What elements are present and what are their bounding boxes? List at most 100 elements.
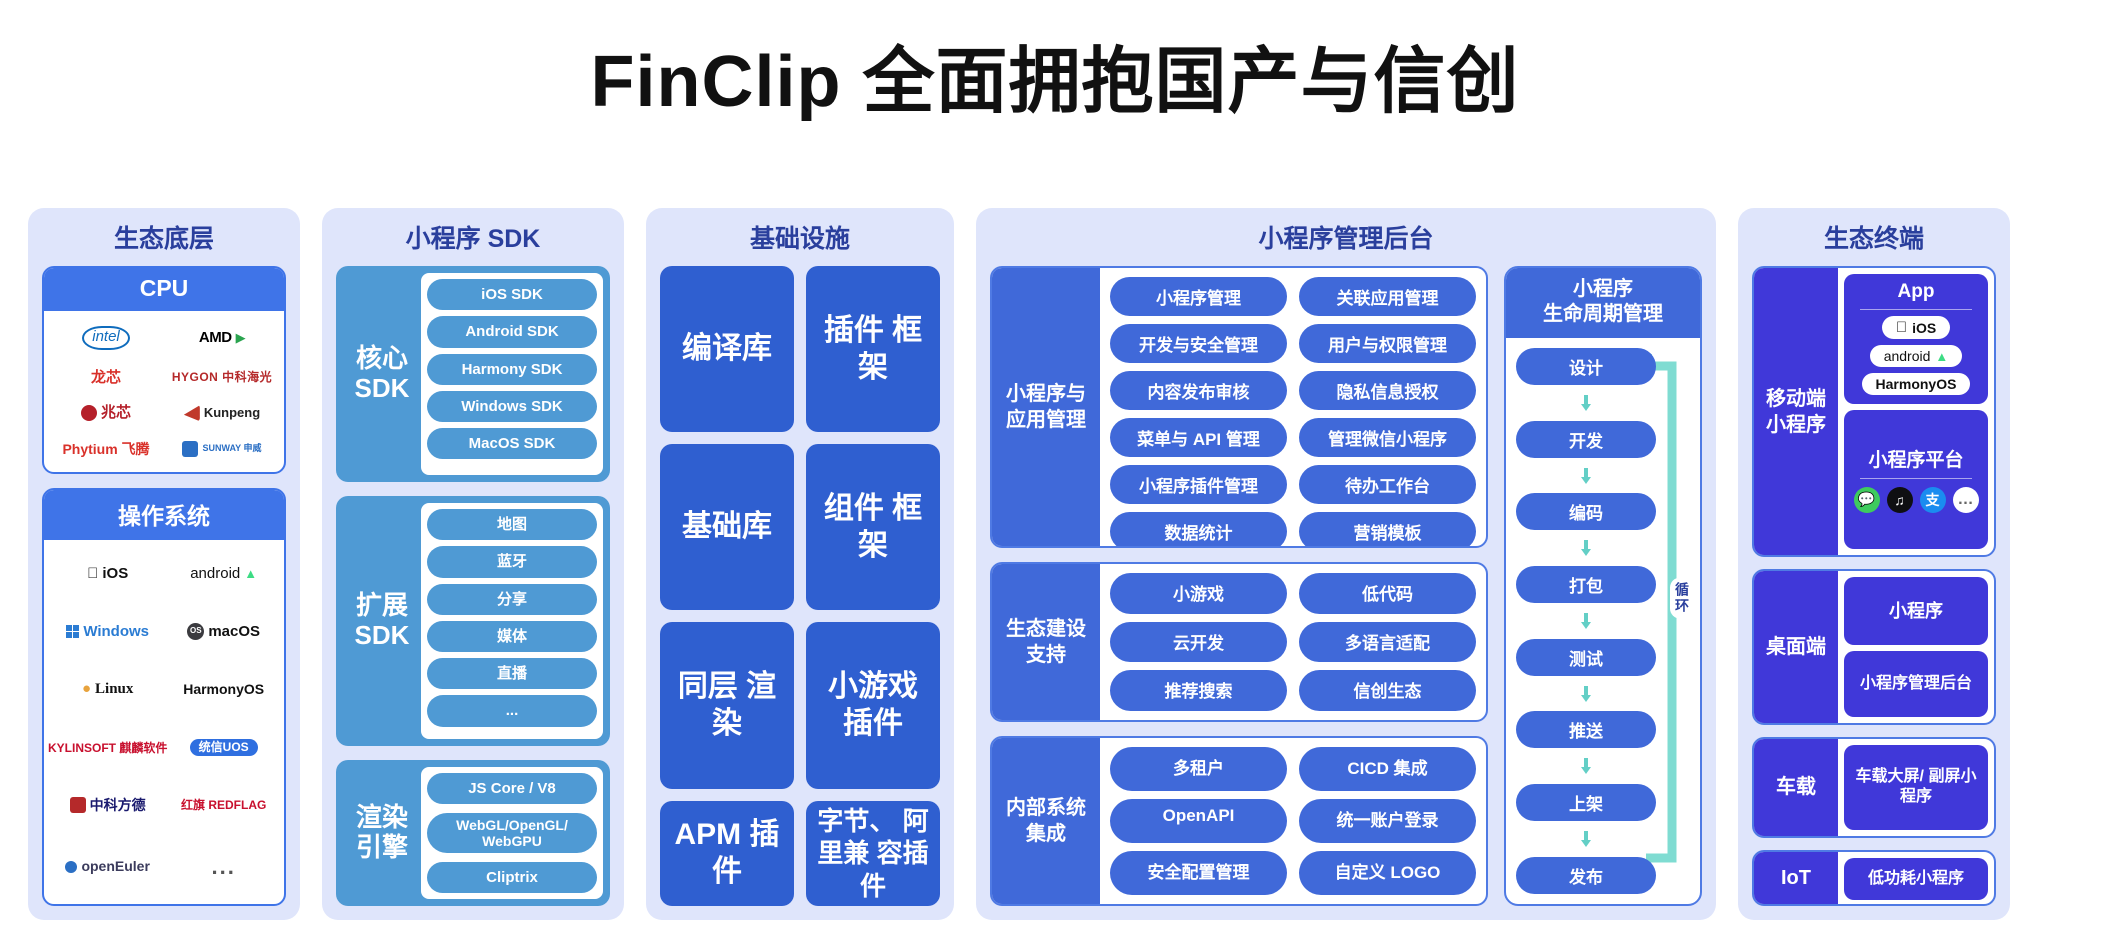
platform-icon-row: 💬 ♫ 支 … [1853, 485, 1979, 513]
terminal-block-label: 移动端 小程序 [1754, 268, 1838, 556]
column-title-terminals: 生态终端 [1823, 225, 1924, 253]
terminal-block-items: App iOS android▲ HarmonyOS 小程序平台 💬 ♫ [1838, 268, 1994, 555]
sdk-item[interactable]: iOS SDK [427, 279, 597, 311]
logo-phytium: Phytium 飞腾 [62, 440, 150, 457]
sunway-mark-icon [182, 441, 199, 458]
sdk-item[interactable]: 媒体 [427, 620, 597, 652]
down-arrow-icon [1516, 830, 1656, 847]
platform-chip-android[interactable]: android▲ [1869, 345, 1963, 367]
infra-tile[interactable]: 小游戏 插件 [806, 622, 940, 789]
admin-item[interactable]: 待办工作台 [1299, 465, 1476, 504]
lifecycle-step[interactable]: 编码 [1516, 493, 1656, 531]
admin-item[interactable]: 统一账户登录 [1299, 799, 1476, 843]
infra-tile[interactable]: 组件 框架 [806, 444, 940, 611]
admin-item[interactable]: 隐私信息授权 [1299, 371, 1476, 410]
terminal-block-items: 低功耗小程序 [1838, 852, 1994, 904]
admin-item[interactable]: 小程序插件管理 [1110, 465, 1287, 504]
admin-item[interactable]: 营销模板 [1299, 512, 1476, 546]
os-panel-head: 操作系统 [44, 490, 284, 540]
lifecycle-body: 循 环 设计 开发 编码 打包 测试 [1506, 338, 1700, 904]
terminal-item[interactable]: 小程序管理后台 [1844, 651, 1988, 717]
infrastructure-grid: 编译库 插件 框架 基础库 组件 框架 同层 渲染 小游戏 插件 APM 插件 … [660, 266, 940, 906]
admin-item[interactable]: 云开发 [1110, 621, 1287, 663]
admin-block-items: 小游戏 低代码 云开发 多语言适配 推荐搜索 信创生态 [1100, 564, 1486, 720]
logo-uos: 统信UOS [167, 739, 280, 756]
terminal-item[interactable]: 车载大屏/ 副屏小程序 [1844, 744, 1988, 830]
admin-item[interactable]: 关联应用管理 [1299, 277, 1476, 316]
infra-tile[interactable]: APM 插件 [660, 800, 794, 906]
amd-arrow-icon: ▶ [235, 329, 246, 345]
logo-zhaoxin: 兆芯 [48, 405, 164, 422]
alipay-icon[interactable]: 支 [1919, 486, 1946, 513]
sdk-item[interactable]: 地图 [427, 509, 597, 541]
admin-item[interactable]: 多租户 [1110, 747, 1287, 791]
admin-item[interactable]: 开发与安全管理 [1110, 324, 1287, 363]
terminal-block-label: 桌面端 [1754, 571, 1838, 723]
sdk-item[interactable]: MacOS SDK [427, 428, 597, 460]
platform-chip-harmonyos[interactable]: HarmonyOS [1861, 373, 1971, 395]
admin-block-ecosystem-support: 生态建设 支持 小游戏 低代码 云开发 多语言适配 推荐搜索 信创生态 [990, 562, 1488, 722]
sdk-item[interactable]: 直播 [427, 658, 597, 690]
admin-item[interactable]: CICD 集成 [1299, 747, 1476, 791]
admin-item[interactable]: 低代码 [1299, 573, 1476, 614]
terminal-block-automotive: 车载 车载大屏/ 副屏小程序 [1752, 736, 1996, 838]
sdk-item[interactable]: Windows SDK [427, 390, 597, 422]
sdk-group-render-engine-items: JS Core / V8 WebGL/OpenGL/ WebGPU Cliptr… [421, 767, 603, 899]
admin-item[interactable]: 小程序管理 [1110, 277, 1287, 316]
fangde-mark-icon [69, 797, 86, 814]
more-icon[interactable]: … [1952, 486, 1979, 513]
admin-item[interactable]: 用户与权限管理 [1299, 324, 1476, 363]
columns-row: 生态底层 CPU intel AMD▶ 龙芯 HYGON 中科海光 兆芯 Kun… [28, 208, 2088, 920]
admin-item[interactable]: 多语言适配 [1299, 621, 1476, 663]
sdk-item[interactable]: Harmony SDK [427, 353, 597, 385]
tiktok-icon[interactable]: ♫ [1886, 486, 1913, 513]
lifecycle-step[interactable]: 发布 [1516, 856, 1656, 894]
android-robot-icon: ▲ [1935, 347, 1949, 364]
admin-item[interactable]: OpenAPI [1110, 799, 1287, 843]
terminal-item[interactable]: 低功耗小程序 [1844, 857, 1988, 900]
platform-chip-ios[interactable]: iOS [1881, 316, 1951, 339]
logo-intel: intel [48, 325, 164, 350]
infra-tile[interactable]: 字节、 阿里兼 容插件 [806, 800, 940, 906]
sdk-item[interactable]: 蓝牙 [427, 546, 597, 578]
column-infrastructure: 基础设施 编译库 插件 框架 基础库 组件 框架 同层 渲染 小游戏 插件 AP… [646, 208, 954, 920]
terminal-item[interactable]: 小程序 [1844, 577, 1988, 646]
lifecycle-step[interactable]: 开发 [1516, 420, 1656, 458]
lifecycle-step[interactable]: 上架 [1516, 784, 1656, 822]
admin-item[interactable]: 小游戏 [1110, 573, 1287, 614]
infra-tile[interactable]: 基础库 [660, 444, 794, 611]
admin-item[interactable]: 管理微信小程序 [1299, 418, 1476, 457]
down-arrow-icon [1516, 612, 1656, 629]
terminal-block-items: 小程序 小程序管理后台 [1838, 571, 1994, 722]
page-title: FinClip 全面拥抱国产与信创 [590, 42, 1520, 122]
sdk-item[interactable]: JS Core / V8 [427, 773, 597, 805]
sdk-item[interactable]: ... [427, 695, 597, 727]
lifecycle-step[interactable]: 测试 [1516, 638, 1656, 676]
infra-tile[interactable]: 插件 框架 [806, 266, 940, 433]
cpu-panel: CPU intel AMD▶ 龙芯 HYGON 中科海光 兆芯 Kunpeng … [42, 266, 286, 474]
wechat-icon[interactable]: 💬 [1853, 486, 1880, 513]
column-mini-program-sdk: 小程序 SDK 核心 SDK iOS SDK Android SDK Harmo… [322, 208, 624, 920]
admin-item[interactable]: 自定义 LOGO [1299, 851, 1476, 895]
logo-linux: ●Linux [81, 680, 134, 697]
logo-hygon: HYGON 中科海光 [171, 370, 273, 385]
sdk-item[interactable]: WebGL/OpenGL/ WebGPU [427, 812, 597, 854]
lifecycle-step[interactable]: 设计 [1516, 348, 1656, 385]
admin-item[interactable]: 数据统计 [1110, 512, 1287, 546]
lifecycle-step[interactable]: 推送 [1516, 711, 1656, 749]
sdk-item[interactable]: 分享 [427, 583, 597, 615]
sdk-item[interactable]: Android SDK [427, 316, 597, 348]
admin-item[interactable]: 安全配置管理 [1110, 851, 1287, 895]
infra-tile[interactable]: 同层 渲染 [660, 622, 794, 789]
admin-item[interactable]: 推荐搜索 [1110, 670, 1287, 711]
infra-tile[interactable]: 编译库 [660, 266, 794, 433]
admin-block-internal-integration: 内部系统 集成 多租户 CICD 集成 OpenAPI 统一账户登录 安全配置管… [990, 736, 1488, 906]
lifecycle-step[interactable]: 打包 [1516, 566, 1656, 604]
kunpeng-mark-icon [183, 405, 200, 422]
sdk-item[interactable]: Cliptrix [427, 861, 597, 893]
admin-item[interactable]: 菜单与 API 管理 [1110, 418, 1287, 457]
admin-item[interactable]: 内容发布审核 [1110, 371, 1287, 410]
admin-item[interactable]: 信创生态 [1299, 670, 1476, 711]
